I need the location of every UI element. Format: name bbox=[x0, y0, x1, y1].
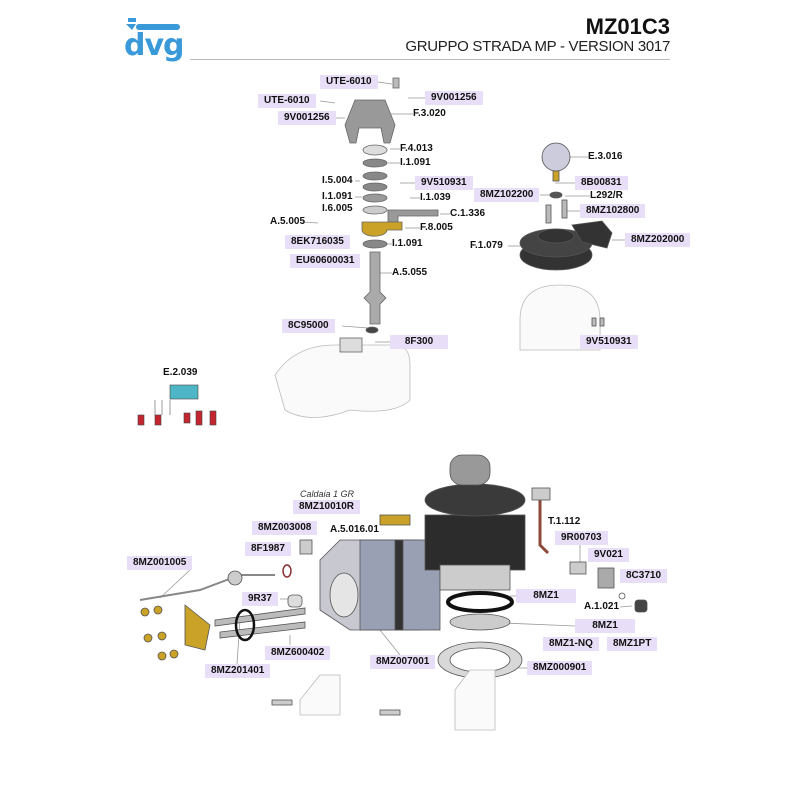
part-label: 9R37 bbox=[242, 592, 278, 606]
page-subtitle: GRUPPO STRADA MP - VERSION 3017 bbox=[405, 38, 670, 55]
part-label: I.6.005 bbox=[322, 203, 353, 214]
part-label: 8EK716035 bbox=[285, 235, 350, 249]
part-label: 8MZ102200 bbox=[474, 188, 540, 202]
part-label: UTE-6010 bbox=[320, 75, 378, 89]
part-label: 9V001256 bbox=[278, 111, 336, 125]
part-label: F.8.005 bbox=[420, 222, 453, 233]
part-label: 8MZ000901 bbox=[527, 661, 593, 675]
part-label: I.5.004 bbox=[322, 175, 353, 186]
part-label: A.5.005 bbox=[270, 216, 306, 227]
part-label: 8B00831 bbox=[575, 176, 628, 190]
part-label: I.1.091 bbox=[322, 191, 353, 202]
part-label: F.4.013 bbox=[400, 143, 433, 154]
part-label: A.1.021 bbox=[584, 601, 620, 612]
part-label: 8MZ102800 bbox=[580, 204, 646, 218]
part-label: 8MZ1 bbox=[575, 619, 635, 633]
part-label: 9V510931 bbox=[415, 176, 473, 190]
handle-group-parts bbox=[519, 142, 613, 351]
part-label: 8MZ003008 bbox=[252, 521, 318, 535]
upper-group-parts bbox=[274, 77, 439, 418]
part-label: EU60600031 bbox=[290, 254, 361, 268]
part-label: E.2.039 bbox=[163, 367, 198, 378]
part-label: 8MZ10010R bbox=[293, 500, 361, 514]
part-label: E.3.016 bbox=[588, 151, 623, 162]
part-label: 8C95000 bbox=[282, 319, 335, 333]
part-label: 8MZ1PT bbox=[607, 637, 658, 651]
header-divider bbox=[190, 59, 670, 60]
part-label: I.1.039 bbox=[420, 192, 451, 203]
part-label: F.1.079 bbox=[470, 240, 503, 251]
part-label: 8MZ202000 bbox=[625, 233, 691, 247]
part-label: 8MZ007001 bbox=[370, 655, 436, 669]
part-label: 9V510931 bbox=[580, 335, 638, 349]
microswitch-parts bbox=[137, 384, 217, 426]
logo-text: dvg bbox=[124, 28, 185, 63]
boiler-group-parts bbox=[139, 454, 648, 731]
part-code-title: MZ01C3 bbox=[585, 14, 670, 39]
part-label: A.5.055 bbox=[392, 267, 428, 278]
part-label: 8C3710 bbox=[620, 569, 668, 583]
part-label: 9V021 bbox=[588, 548, 629, 562]
boiler-caption: Caldaia 1 GR bbox=[300, 489, 355, 499]
part-label: 8MZ201401 bbox=[205, 664, 271, 678]
part-label: 8MZ001005 bbox=[127, 556, 193, 570]
part-label: A.5.016.01 bbox=[330, 524, 379, 535]
part-label: 9V001256 bbox=[425, 91, 483, 105]
dvg-logo bbox=[126, 18, 180, 30]
part-label: F.3.020 bbox=[413, 108, 446, 119]
part-label: 8MZ600402 bbox=[265, 646, 331, 660]
part-label: UTE-6010 bbox=[258, 94, 316, 108]
part-label: I.1.091 bbox=[400, 157, 431, 168]
part-label: T.1.112 bbox=[548, 516, 581, 527]
part-label: I.1.091 bbox=[392, 238, 423, 249]
part-label: C.1.336 bbox=[450, 208, 486, 219]
part-label: 8F1987 bbox=[245, 542, 291, 556]
part-label: 8F300 bbox=[390, 335, 448, 349]
part-label: 8MZ1 bbox=[516, 589, 576, 603]
part-label: 8MZ1-NQ bbox=[543, 637, 599, 651]
part-label: L292/R bbox=[590, 190, 623, 201]
part-label: 9R00703 bbox=[555, 531, 608, 545]
